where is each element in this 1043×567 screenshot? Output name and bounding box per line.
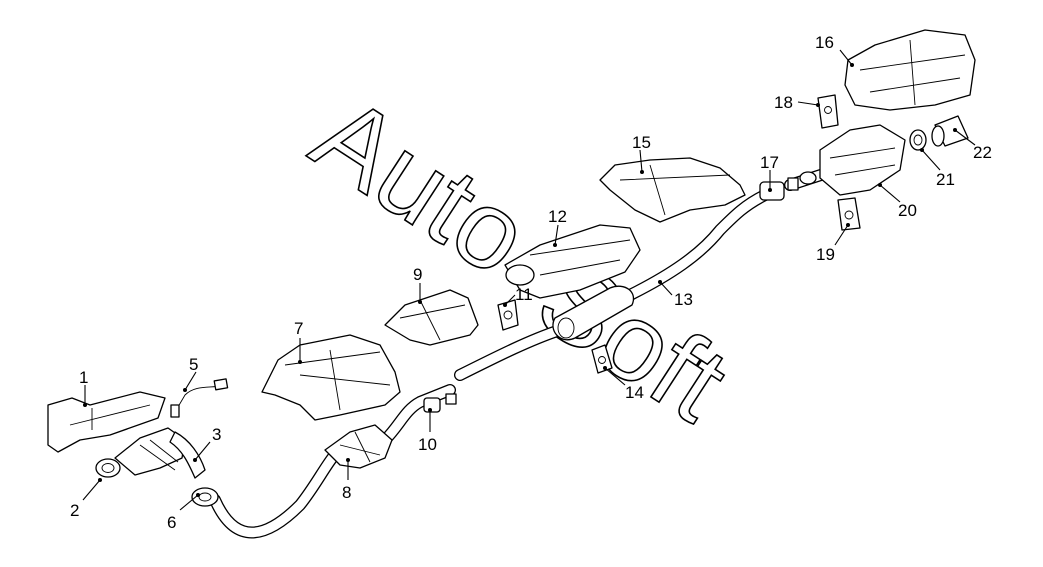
intermediate-muffler-13 bbox=[552, 285, 635, 341]
clamp-ring-21 bbox=[909, 129, 927, 151]
callout-6: 6 bbox=[167, 513, 176, 532]
callout-8: 8 bbox=[342, 483, 351, 502]
gasket-2 bbox=[95, 458, 121, 478]
callout-9: 9 bbox=[413, 265, 422, 284]
callout-19: 19 bbox=[816, 245, 835, 264]
heat-shield-9 bbox=[384, 289, 479, 346]
callout-21: 21 bbox=[936, 170, 955, 189]
hanger-14 bbox=[591, 344, 613, 374]
clamp-17 bbox=[759, 177, 799, 201]
callout-12: 12 bbox=[548, 207, 567, 226]
clamp-10 bbox=[423, 393, 457, 413]
callout-11: 11 bbox=[515, 285, 533, 304]
callout-22: 22 bbox=[973, 143, 992, 162]
gasket-6 bbox=[191, 487, 219, 507]
callout-17: 17 bbox=[760, 153, 779, 172]
callout-13: 13 bbox=[674, 290, 693, 309]
callout-10: 10 bbox=[418, 435, 437, 454]
rear-muffler-20 bbox=[799, 124, 906, 196]
center-catalyst-12 bbox=[504, 224, 641, 299]
leader-lines bbox=[82, 49, 976, 511]
callout-5: 5 bbox=[189, 355, 198, 374]
callout-2: 2 bbox=[70, 501, 79, 520]
tail-pipe-22 bbox=[931, 115, 969, 147]
callout-3: 3 bbox=[212, 425, 221, 444]
heat-shield-15 bbox=[599, 157, 746, 223]
callout-18: 18 bbox=[774, 93, 793, 112]
callout-20: 20 bbox=[898, 201, 917, 220]
callout-7: 7 bbox=[294, 319, 303, 338]
oxygen-sensor-5 bbox=[170, 378, 229, 418]
callout-1: 1 bbox=[79, 368, 88, 387]
exhaust-pipe bbox=[209, 166, 836, 539]
rubber-mount-11 bbox=[497, 299, 519, 331]
hanger-18 bbox=[817, 94, 839, 129]
heat-shield-16 bbox=[844, 29, 976, 111]
callout-16: 16 bbox=[815, 33, 834, 52]
hanger-19 bbox=[837, 197, 861, 231]
catalytic-converter-3 bbox=[114, 427, 206, 479]
heat-shield-1 bbox=[47, 391, 166, 453]
callout-14: 14 bbox=[625, 383, 644, 402]
callout-15: 15 bbox=[632, 133, 651, 152]
callout-labels: 1 2 3 5 6 7 8 9 10 11 12 13 14 15 16 17 … bbox=[70, 33, 992, 532]
catalyst-8 bbox=[324, 424, 393, 469]
heat-shield-7 bbox=[261, 334, 401, 421]
